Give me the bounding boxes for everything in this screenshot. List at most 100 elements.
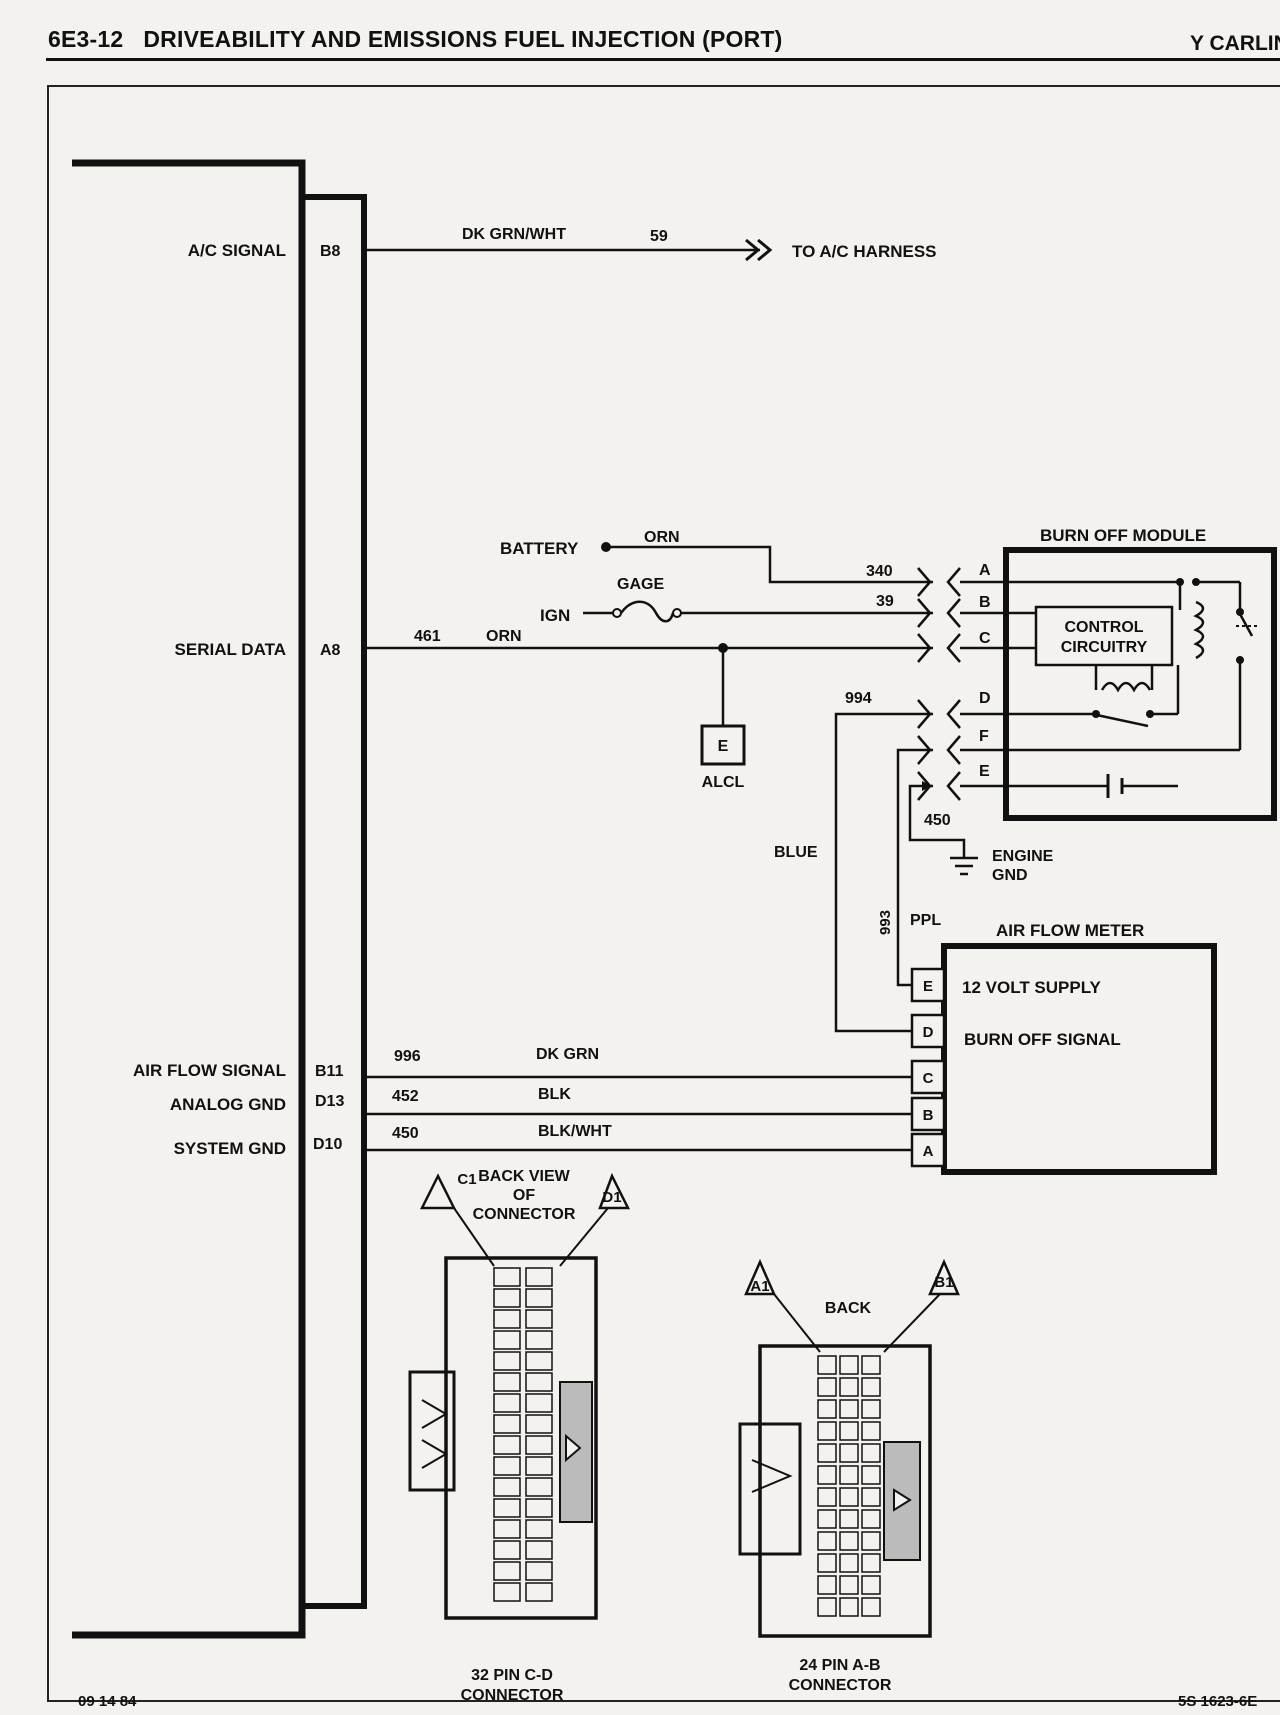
ac-wire-circuit: 59 [650,228,668,245]
connector-cavity [493,1414,521,1434]
connector-cavity [493,1498,521,1518]
ac-wire-color: DK GRN/WHT [462,226,566,243]
connector-cavity [817,1443,837,1463]
connector-cavity [839,1377,859,1397]
connector-cavity [817,1553,837,1573]
connector-cavity [839,1487,859,1507]
afm-terminals [910,967,946,1168]
connector-cavity [817,1421,837,1441]
connector-cavity [525,1498,553,1518]
alcl-terminal: E [718,738,729,755]
bom-switch-contact-2 [1146,710,1154,718]
bom-terminal-c: C [979,630,991,647]
afm-terminal-b: B [923,1107,934,1124]
connector-cavity [861,1465,881,1485]
supply-wire [896,748,933,987]
serial-data-pin: A8 [320,642,341,659]
ac-connector-chevron-2 [757,238,773,262]
supply-label: 12 VOLT SUPPLY [962,978,1102,997]
burn-off-signal-wire [834,712,933,1033]
battery-label: BATTERY [500,539,579,558]
connector-cavity [839,1355,859,1375]
system-circuit: 450 [392,1125,419,1142]
connector-cavity [839,1509,859,1529]
afm-terminal-c: C [923,1070,934,1087]
connector-cavity [525,1372,553,1392]
bom-junction-2 [1192,578,1200,586]
connector-cavity [839,1531,859,1551]
engine-gnd-wire [908,784,966,858]
connector-cavity [839,1399,859,1419]
connector-cavity [817,1575,837,1595]
relay-coil [1193,600,1205,660]
afm-terminal-e: E [923,978,933,995]
ac-destination: TO A/C HARNESS [792,242,937,261]
diagram-frame [47,85,1280,1702]
bom-junction-1 [1176,578,1184,586]
connector-cavity [525,1582,553,1602]
connector-cavity [839,1575,859,1595]
connector-cavity [861,1531,881,1551]
connector-cavity [525,1477,553,1497]
connector-cavity [493,1435,521,1455]
system-gnd-pin: D10 [313,1136,342,1153]
connector-cavity [525,1267,553,1287]
system-gnd-label: SYSTEM GND [174,1139,286,1158]
burn-off-module-title: BURN OFF MODULE [1040,526,1206,545]
connector-cavity [861,1575,881,1595]
connector-32-pin [408,1172,631,1620]
footer-code: 5S 1623-6E [1178,1693,1258,1710]
burn-off-module-box [1003,547,1277,821]
b1-marker: B1 [934,1274,953,1291]
serial-data-label: SERIAL DATA [175,640,286,659]
connector-cavity [493,1309,521,1329]
connector-cavity [493,1540,521,1560]
footer-date: 09 14 84 [78,1693,137,1710]
connector-cavity [839,1443,859,1463]
circuit-39: 39 [876,593,894,610]
connector-cavity [839,1597,859,1617]
system-wire-color: BLK/WHT [538,1123,612,1140]
connector-cavity [817,1465,837,1485]
connector-ab-caption-1: 24 PIN A-B [799,1657,880,1674]
c1-marker: C1 [457,1171,476,1188]
connector-cd-caption-2: CONNECTOR [461,1687,564,1704]
page-title: DRIVEABILITY AND EMISSIONS FUEL INJECTIO… [143,26,783,52]
ac-signal-pin: B8 [320,243,341,260]
control-circuitry-box [1034,605,1174,667]
connector-cavity [493,1288,521,1308]
connector-cavity [493,1582,521,1602]
connector-cavity [817,1355,837,1375]
connector-cavity [861,1597,881,1617]
page-header: 6E3-12 DRIVEABILITY AND EMISSIONS FUEL IN… [48,26,783,53]
connector-cavity [817,1531,837,1551]
connector-32-pin-cavities [493,1267,553,1602]
circuit-340: 340 [866,563,893,580]
connector-cavity [493,1393,521,1413]
connector-cavity [493,1372,521,1392]
airflow-wire-color: DK GRN [536,1046,599,1063]
air-flow-meter-box [941,943,1217,1175]
battery-wire [606,545,933,584]
connector-cavity [839,1465,859,1485]
connector-cavity [525,1435,553,1455]
ac-signal-label: A/C SIGNAL [188,241,286,260]
engine-gnd-label-2: GND [992,867,1028,884]
connector-cavity [839,1553,859,1573]
connector-cavity [525,1288,553,1308]
page-number: 6E3-12 [48,26,124,52]
connector-cd-caption-1: 32 PIN C-D [471,1667,553,1684]
connector-cavity [525,1540,553,1560]
ign-label: IGN [540,606,570,625]
back-view-label-1: BACK VIEW [478,1168,570,1185]
bom-relay-contact-2 [1236,656,1244,664]
connector-cavity [525,1330,553,1350]
bom-terminal-b: B [979,594,991,611]
ppl-wire-color: PPL [910,912,941,929]
a1-marker: A1 [750,1278,769,1295]
air-flow-signal-pin: B11 [315,1063,344,1080]
gage-label: GAGE [617,576,664,593]
fuse-left-terminal [612,608,622,618]
connector-cavity [817,1399,837,1419]
